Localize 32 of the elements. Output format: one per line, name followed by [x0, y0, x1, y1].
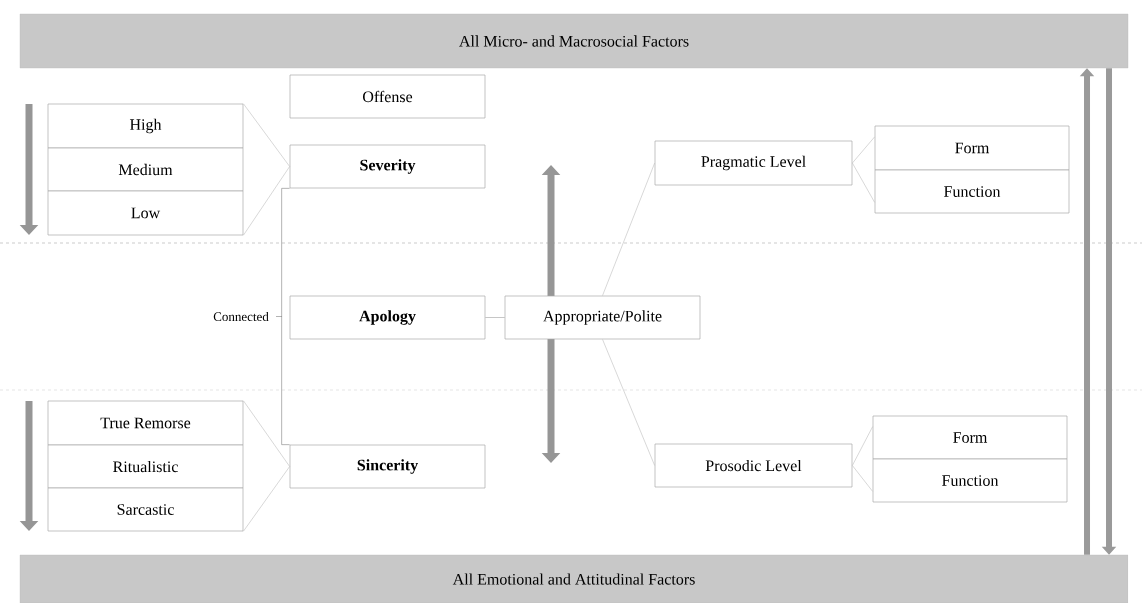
edge-label: Connected: [213, 311, 269, 322]
text-box: Ritualistic: [47, 444, 244, 489]
connector-line: [243, 400, 290, 467]
text-box: Sincerity: [289, 444, 486, 489]
connector-line: [602, 162, 655, 296]
connector-line: [485, 317, 505, 318]
text-box: Offense: [289, 74, 486, 119]
connector-line: [852, 426, 873, 466]
text-box: Apology: [289, 295, 486, 340]
text-box: Form: [874, 125, 1070, 171]
text-box: Appropriate/Polite: [504, 295, 701, 340]
connector-line: [852, 136, 875, 164]
text-box: Function: [872, 458, 1068, 503]
connector-line: [243, 466, 290, 532]
text-box: High: [47, 103, 244, 149]
text-box: Sarcastic: [47, 487, 244, 532]
text-box: Medium: [47, 147, 244, 192]
connector-line: [852, 162, 875, 203]
text-box: Function: [874, 169, 1070, 214]
factor-band: All Micro- and Macrosocial Factors: [19, 13, 1129, 69]
text-box: Low: [47, 190, 244, 236]
text-box: True Remorse: [47, 400, 244, 446]
connector-line: [602, 339, 655, 466]
text-box: Pragmatic Level: [654, 140, 853, 186]
connector-line: [852, 465, 873, 492]
text-box: Prosodic Level: [654, 443, 853, 488]
connector-line: [243, 103, 290, 167]
connector-line: [243, 166, 290, 236]
text-box: Form: [872, 415, 1068, 460]
factor-band: All Emotional and Attitudinal Factors: [19, 554, 1129, 603]
bracket: [275, 188, 290, 445]
text-box: Severity: [289, 144, 486, 189]
